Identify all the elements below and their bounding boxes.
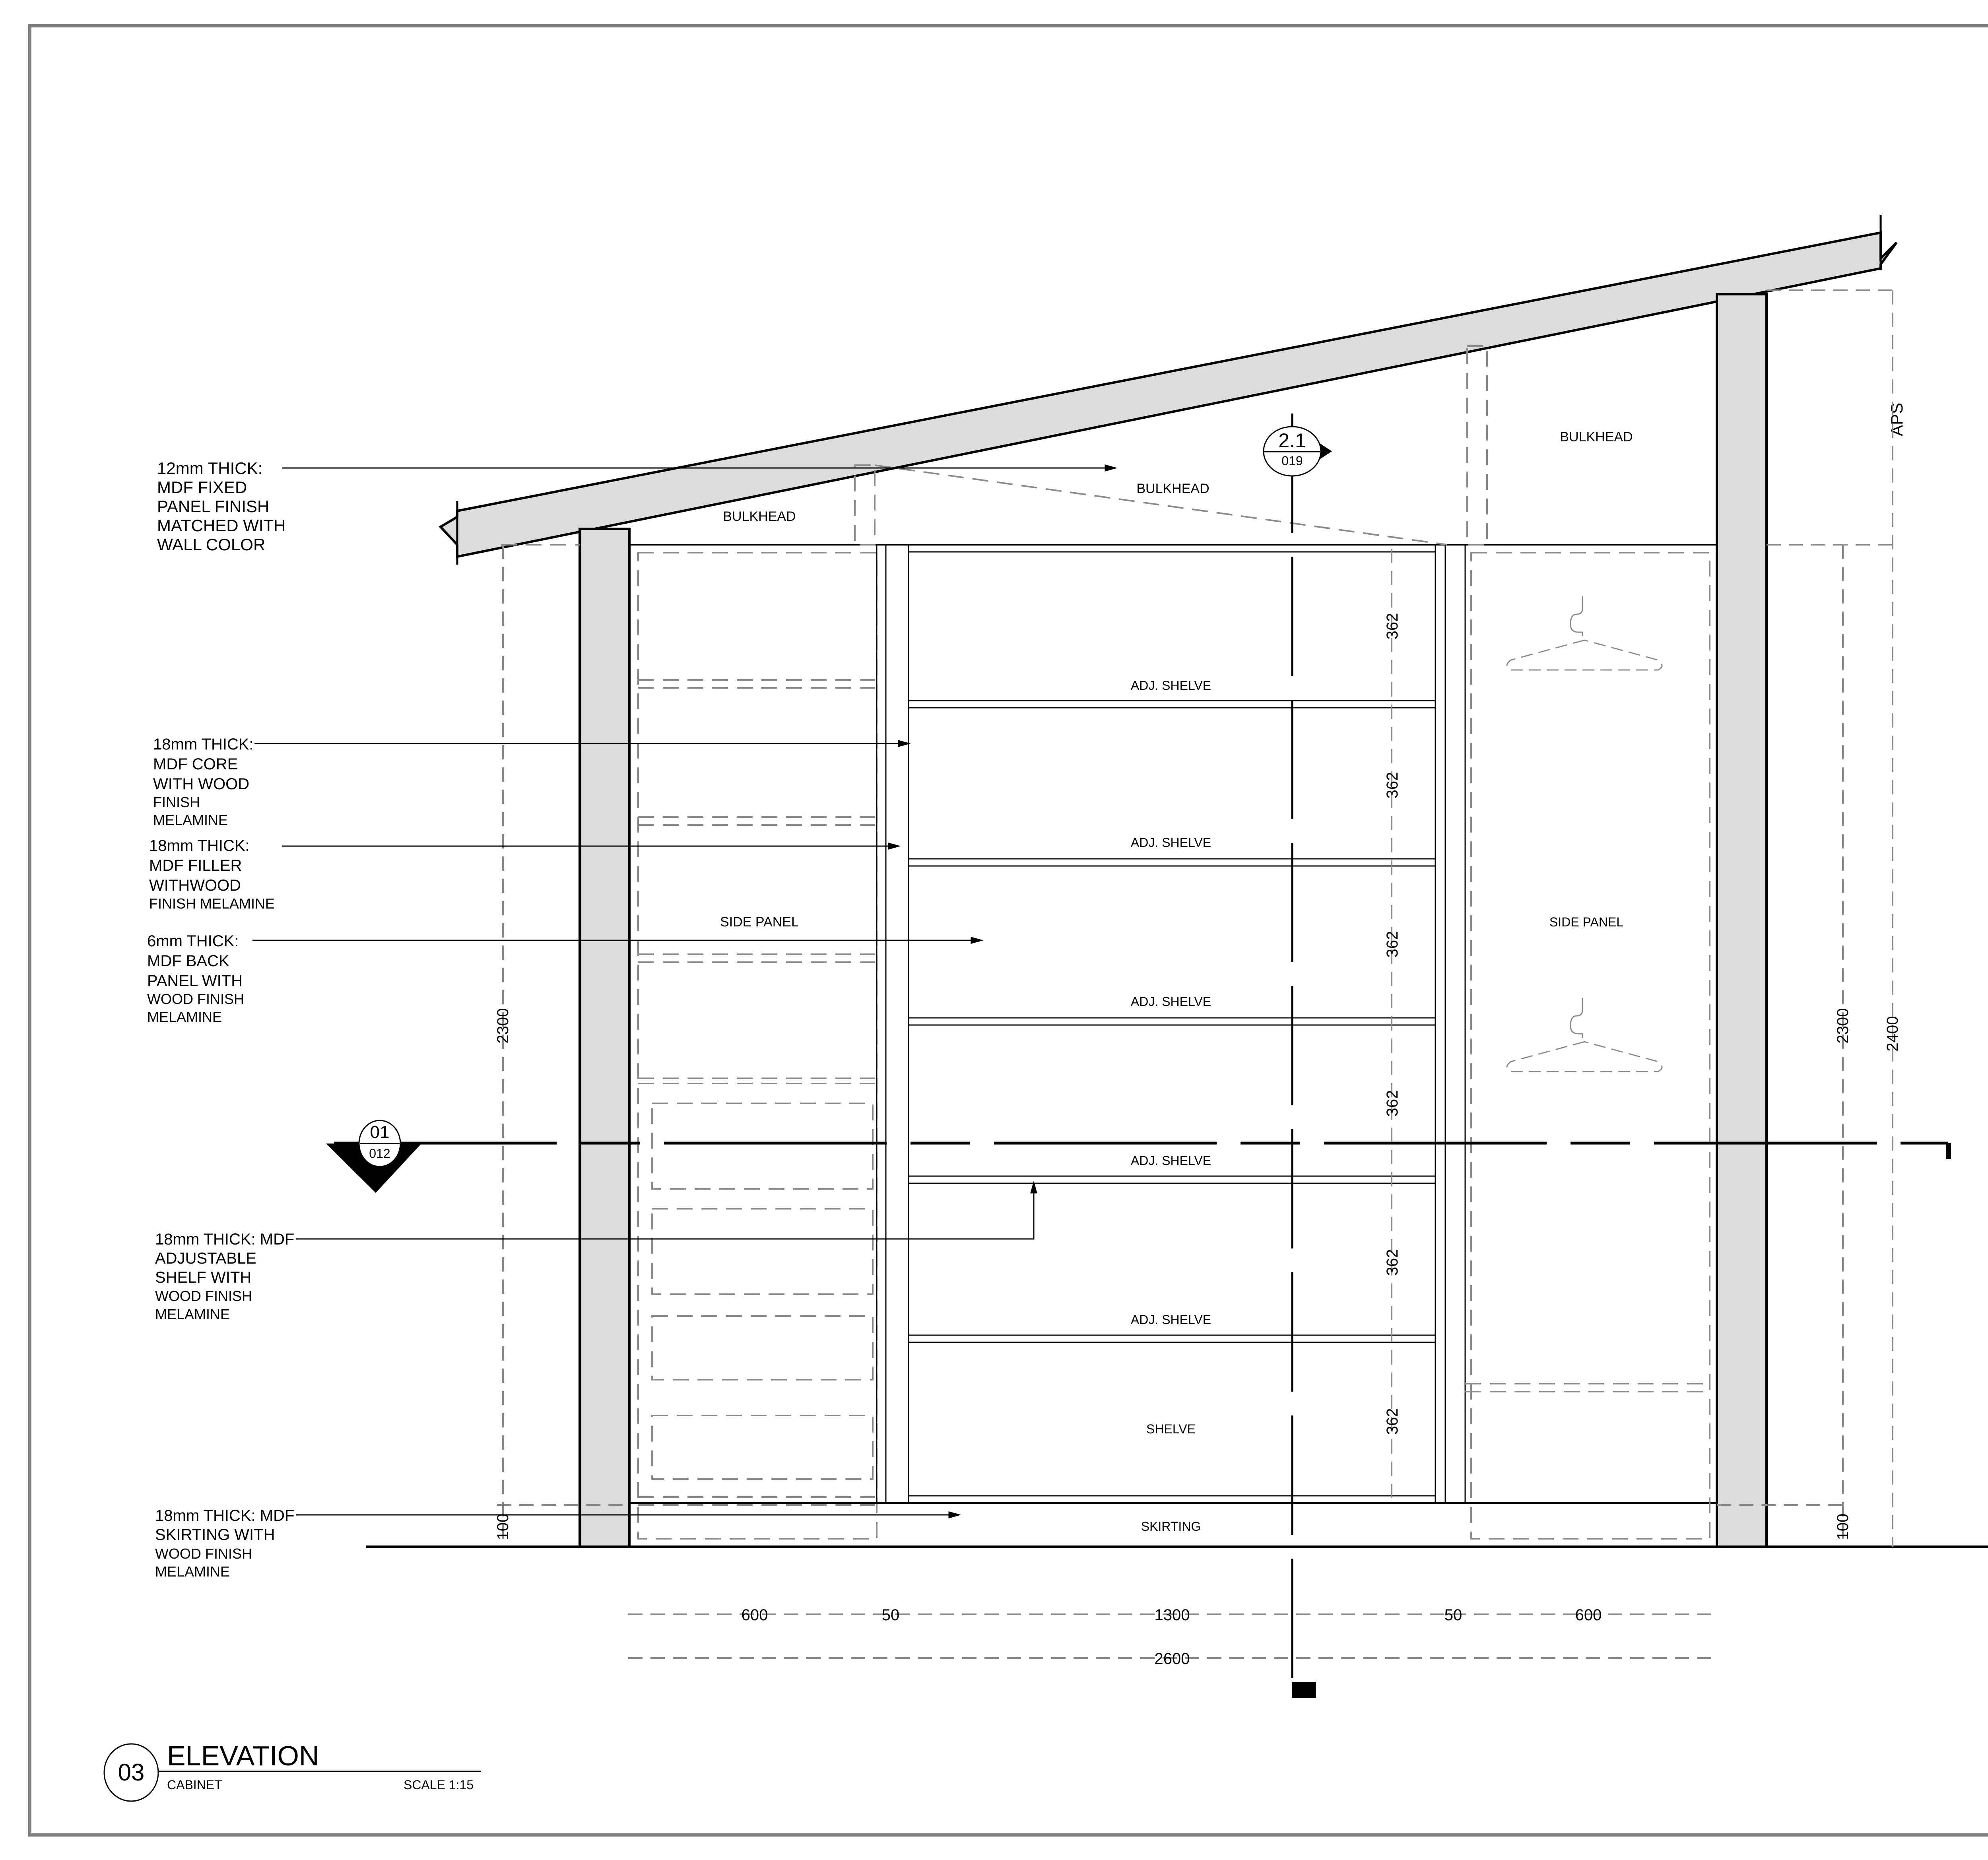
label-bulkhead-center: BULKHEAD [1136,481,1209,496]
view-scale: SCALE 1:15 [404,1778,474,1792]
dim-width-4: 50 [1444,1606,1462,1624]
svg-text:WOOD FINISH: WOOD FINISH [155,1545,252,1562]
label-side-panel-right: SIDE PANEL [1549,915,1623,929]
svg-text:WALL COLOR: WALL COLOR [157,535,265,554]
label-aps: APS [1887,403,1906,436]
dim-shelf-6: 362 [1384,1408,1401,1435]
label-adj-shelve-2: ADJ. SHELVE [1131,835,1211,850]
dim-left-skirting: 100 [494,1514,512,1540]
svg-text:18mm THICK:: 18mm THICK: [153,736,254,753]
label-adj-shelve-3: ADJ. SHELVE [1131,994,1211,1009]
roof-beam [439,231,1898,558]
svg-text:FINISH MELAMINE: FINISH MELAMINE [149,895,275,912]
svg-text:WITHWOOD: WITHWOOD [149,877,241,894]
dim-width-5: 600 [1575,1606,1602,1624]
dim-shelf-3: 362 [1384,931,1401,958]
svg-text:ADJUSTABLE: ADJUSTABLE [155,1250,256,1267]
label-adj-shelve-1: ADJ. SHELVE [1131,678,1211,693]
elevation-drawing: 2.1 019 01 012 BULKHEAD BULKHEAD BULKHEA… [103,215,1988,1802]
view-title [103,1743,481,1802]
svg-text:18mm THICK: MDF: 18mm THICK: MDF [155,1507,294,1524]
sheet-border [28,24,1988,1837]
dim-width-2: 50 [882,1606,900,1624]
svg-text:SHELF WITH: SHELF WITH [155,1269,251,1286]
leader-lines [252,464,1118,1518]
svg-text:MDF CORE: MDF CORE [153,755,238,773]
svg-text:MELAMINE: MELAMINE [155,1563,230,1580]
svg-text:6mm THICK:: 6mm THICK: [147,932,239,950]
svg-text:18mm THICK:: 18mm THICK: [149,837,250,854]
label-side-panel-left: SIDE PANEL [720,914,799,930]
label-adj-shelve-4: ADJ. SHELVE [1131,1153,1211,1168]
svg-text:PANEL WITH: PANEL WITH [147,972,243,990]
hanger-icon [1506,596,1663,671]
dim-overall-height: 2400 [1884,1016,1901,1052]
section-marker-left-number: 01 [370,1122,390,1142]
svg-text:MELAMINE: MELAMINE [155,1306,230,1322]
shelves [908,700,1436,1504]
dim-right-skirting: 100 [1834,1514,1852,1540]
svg-text:WOOD FINISH: WOOD FINISH [155,1288,252,1304]
svg-text:MDF BACK: MDF BACK [147,952,229,970]
svg-text:MELAMINE: MELAMINE [147,1009,222,1025]
section-marker-left-sheet: 012 [369,1146,390,1161]
hanger-icon [1506,998,1663,1072]
view-subtitle: CABINET [167,1778,222,1792]
section-marker-left [326,1120,421,1193]
dim-right-height: 2300 [1834,1008,1852,1044]
label-bulkhead-right: BULKHEAD [1560,429,1633,445]
label-shelve: SHELVE [1146,1422,1196,1436]
svg-text:FINISH: FINISH [153,794,200,810]
svg-text:WOOD FINISH: WOOD FINISH [147,991,244,1007]
svg-text:WITH WOOD: WITH WOOD [153,775,249,793]
label-adj-shelve-5: ADJ. SHELVE [1131,1312,1211,1327]
annotation-3: 18mm THICK: MDF FILLER WITHWOOD FINISH M… [149,837,275,912]
section-marker-top-sheet: 019 [1281,454,1303,468]
section-marker-top-number: 2.1 [1278,429,1306,452]
svg-text:12mm THICK:: 12mm THICK: [157,459,262,478]
annotation-6: 18mm THICK: MDF SKIRTING WITH WOOD FINIS… [155,1507,294,1580]
svg-text:SKIRTING WITH: SKIRTING WITH [155,1526,275,1544]
svg-text:MDF FILLER: MDF FILLER [149,857,242,874]
label-skirting: SKIRTING [1141,1519,1201,1534]
view-number: 03 [118,1759,145,1786]
dim-left-height: 2300 [494,1008,512,1044]
dim-width-1: 600 [742,1606,768,1624]
svg-text:MDF FIXED: MDF FIXED [157,478,247,497]
annotation-5: 18mm THICK: MDF ADJUSTABLE SHELF WITH WO… [155,1231,294,1322]
dimension-lines [497,289,1897,1659]
view-title-text: ELEVATION [167,1740,319,1771]
svg-text:MATCHED WITH: MATCHED WITH [157,516,286,535]
annotation-1: 12mm THICK: MDF FIXED PANEL FINISH MATCH… [157,459,286,554]
dim-width-3: 1300 [1155,1606,1190,1624]
dim-shelf-4: 362 [1384,1090,1401,1117]
left-wall [579,528,631,1548]
right-wall [1716,293,1768,1548]
svg-text:PANEL FINISH: PANEL FINISH [157,497,269,516]
svg-text:MELAMINE: MELAMINE [153,812,228,828]
dim-shelf-2: 362 [1384,772,1401,799]
annotation-4: 6mm THICK: MDF BACK PANEL WITH WOOD FINI… [147,932,244,1025]
section-marker-top [1263,425,1332,477]
label-bulkhead-left: BULKHEAD [723,509,796,524]
svg-text:18mm THICK: MDF: 18mm THICK: MDF [155,1231,294,1248]
dim-shelf-5: 362 [1384,1249,1401,1276]
annotation-2: 18mm THICK: MDF CORE WITH WOOD FINISH ME… [153,736,254,828]
dim-overall-width: 2600 [1155,1650,1190,1668]
dim-shelf-1: 362 [1384,613,1401,640]
